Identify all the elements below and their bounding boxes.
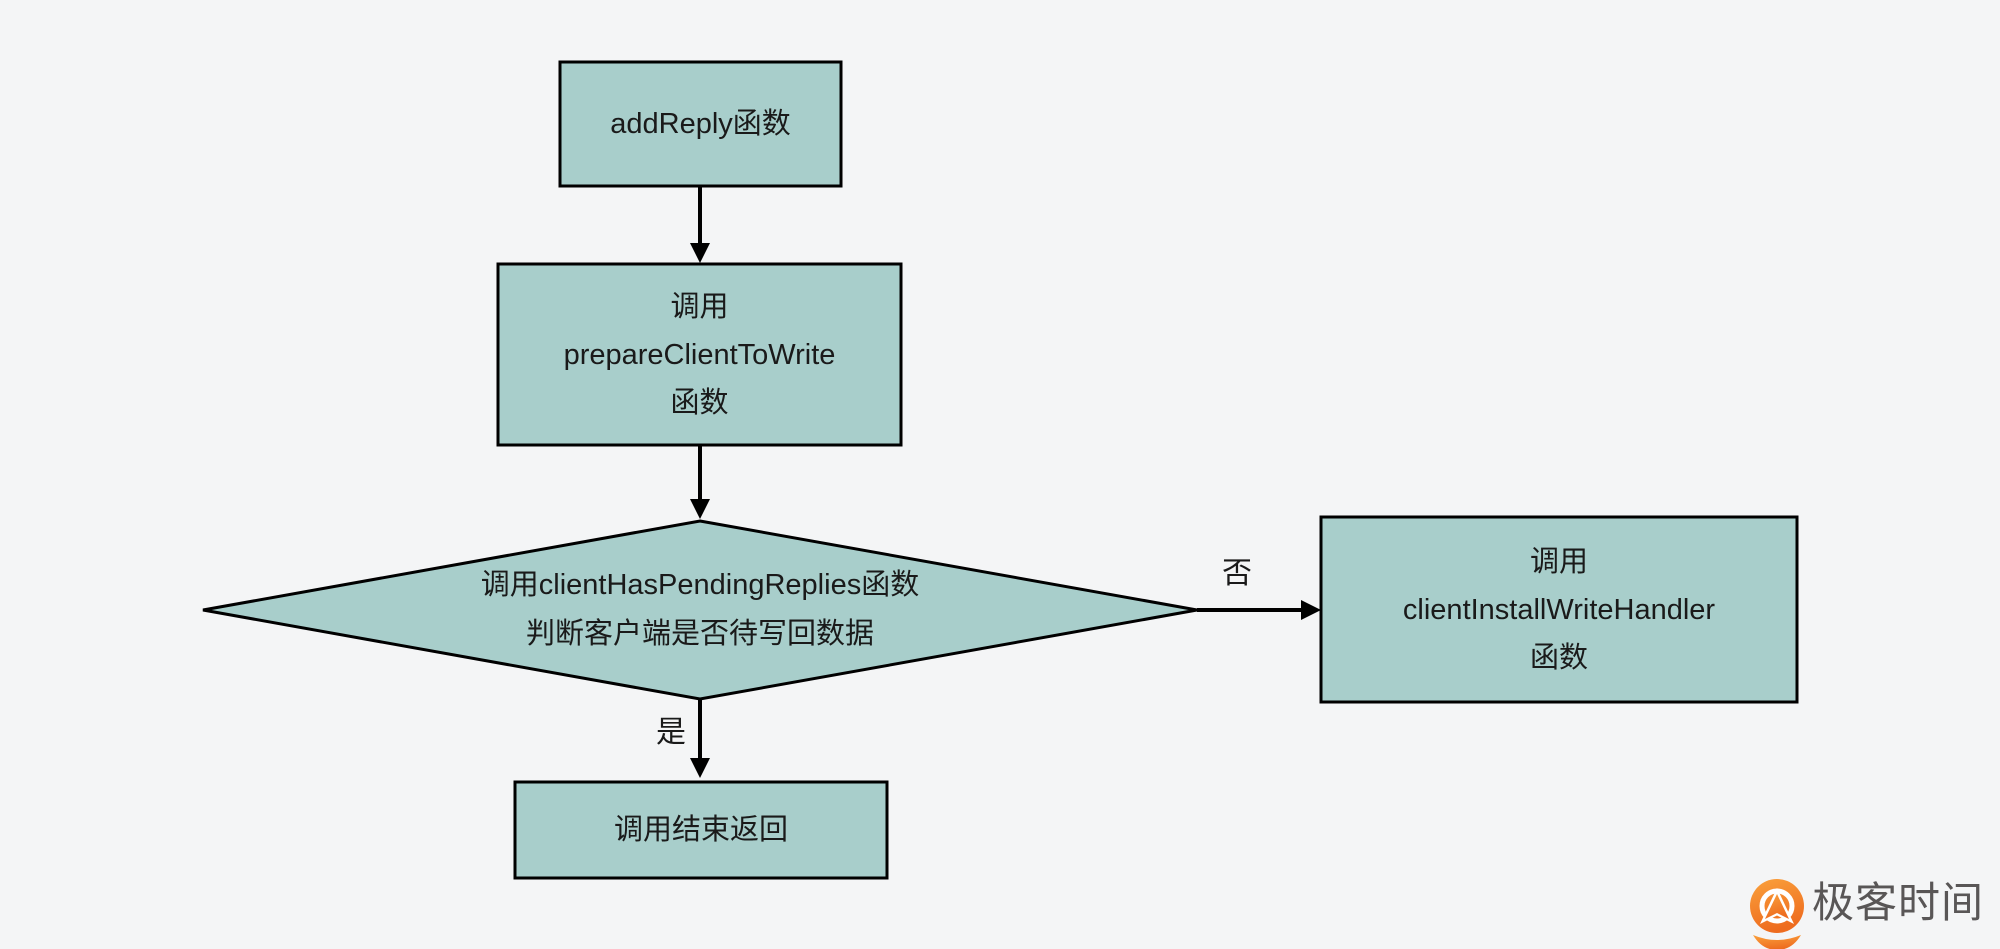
node-addreply-shape [558,60,843,188]
logo-pin-tail [1753,935,1801,949]
node-clientinstallwritehandler-shape [1319,515,1799,704]
logo-arrow [1765,894,1789,919]
arrow-decision-to-install-head [1301,600,1321,620]
node-decision-diamond-shape [202,519,1198,701]
arrow-decision-to-end-head [690,758,710,778]
node-end-shape [513,780,889,880]
arrow-start-to-prepare-head [690,243,710,263]
geektime-logo-text: 极客时间 [1812,879,1985,926]
geektime-logo-icon [1750,879,1804,949]
node-prepareclienttowrite-shape [496,262,903,447]
geektime-logo: 极客时间 [1746,869,1984,930]
arrow-prepare-to-decision-head [690,499,710,519]
